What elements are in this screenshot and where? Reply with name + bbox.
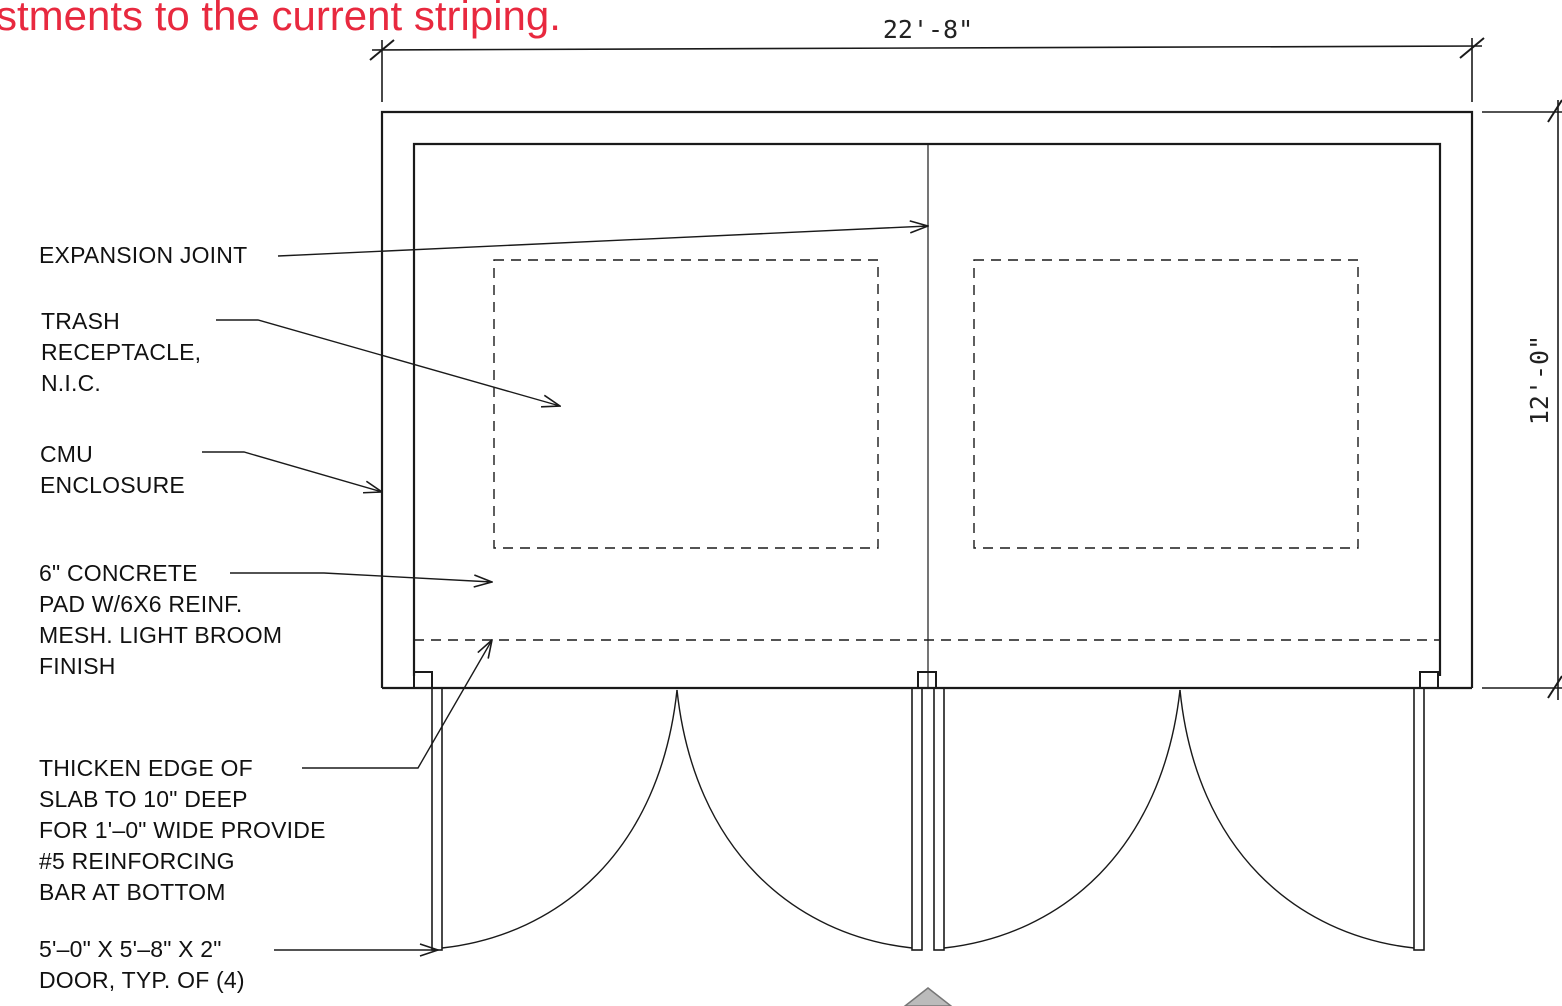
note-line: DOOR, TYP. OF (4): [39, 967, 245, 993]
note-line: FOR 1'–0" WIDE PROVIDE: [39, 817, 326, 843]
door-swing-arcs: [441, 689, 1415, 949]
note-cmu-enclosure: CMU ENCLOSURE: [40, 439, 185, 501]
trash-receptacle-right: [973, 259, 1359, 549]
note-line: FINISH: [39, 653, 116, 679]
leader-lines: [202, 226, 928, 950]
note-expansion-joint: EXPANSION JOINT: [39, 240, 247, 271]
width-dimension-label: 22'-8": [883, 15, 973, 44]
note-line: BAR AT BOTTOM: [39, 879, 226, 905]
note-line: #5 REINFORCING: [39, 848, 235, 874]
note-line: ENCLOSURE: [40, 472, 185, 498]
north-arrow-icon: [903, 987, 953, 1006]
note-line: PAD W/6X6 REINF.: [39, 591, 243, 617]
note-line: 6" CONCRETE: [39, 560, 198, 586]
cmu-enclosure: [380, 110, 1474, 690]
trash-receptacle-left: [493, 259, 879, 549]
note-trash-receptacle: TRASH RECEPTACLE, N.I.C.: [41, 306, 201, 399]
note-line: N.I.C.: [41, 370, 101, 396]
note-line: MESH. LIGHT BROOM: [39, 622, 283, 648]
door-leaves: [431, 687, 1425, 951]
note-thicken-edge: THICKEN EDGE OF SLAB TO 10" DEEP FOR 1'–…: [39, 753, 326, 908]
banner-text: stments to the current striping.: [0, 0, 561, 39]
note-line: 5'–0" X 5'–8" X 2": [39, 936, 222, 962]
note-concrete-pad: 6" CONCRETE PAD W/6X6 REINF. MESH. LIGHT…: [39, 558, 282, 682]
note-line: CMU: [40, 441, 93, 467]
note-line: RECEPTACLE,: [41, 339, 202, 365]
note-door: 5'–0" X 5'–8" X 2" DOOR, TYP. OF (4): [39, 934, 245, 996]
note-line: SLAB TO 10" DEEP: [39, 786, 248, 812]
door-posts: [413, 671, 1439, 689]
width-dimension: 22'-8": [369, 15, 1485, 102]
note-line: THICKEN EDGE OF: [39, 755, 253, 781]
depth-dimension-label: 12'-0": [1525, 335, 1554, 425]
depth-dimension: 12'-0": [1482, 99, 1562, 700]
note-line: EXPANSION JOINT: [39, 242, 248, 268]
note-line: TRASH: [41, 308, 120, 334]
